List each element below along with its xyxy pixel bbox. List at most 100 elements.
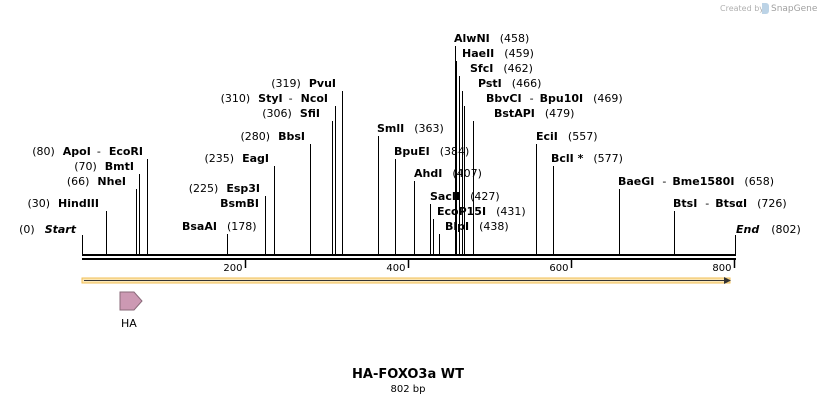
site-name: EcoP15I — [437, 205, 486, 218]
site-position: (577) — [593, 152, 623, 165]
site-position: (557) — [568, 130, 598, 143]
site-name: StyI — [258, 92, 282, 105]
site-name: PvuI — [309, 77, 336, 90]
site-alt-name: EcoRI — [109, 145, 143, 158]
site-name: BclI * — [551, 152, 584, 165]
site-position: (363) — [414, 122, 444, 135]
site-alt-name: Bpu10I — [540, 92, 584, 105]
site-label-ahdi[interactable]: AhdI (407) — [414, 167, 482, 180]
site-label-smli[interactable]: SmlI (363) — [377, 122, 444, 135]
site-label-bcli[interactable]: BclI * (577) — [551, 152, 623, 165]
site-position: (459) — [504, 47, 534, 60]
site-name: SacII — [430, 190, 460, 203]
site-label-alwni[interactable]: AlwNI(458) — [454, 32, 529, 45]
site-name: SmlI — [377, 122, 404, 135]
site-position: (726) — [757, 197, 787, 210]
site-separator: - — [662, 175, 666, 188]
site-label-nhei[interactable]: NheI(66) — [67, 175, 126, 188]
site-name: BsaAI — [182, 220, 217, 233]
site-name: BstAPI — [494, 107, 535, 120]
site-name: AhdI — [414, 167, 442, 180]
site-position: (306) — [262, 107, 292, 120]
site-label-bmti[interactable]: BmtI (70) — [74, 160, 134, 173]
end-label: End — [736, 223, 759, 236]
site-label-baegi[interactable]: BaeGI-Bme1580I(658) — [618, 175, 774, 188]
site-label-pvui[interactable]: PvuI (319) — [271, 77, 336, 90]
site-position: (235) — [205, 152, 235, 165]
site-name: BpuEI — [394, 145, 430, 158]
site-position: (469) — [593, 92, 623, 105]
site-name: SfcI — [470, 62, 493, 75]
site-label-ecop15i[interactable]: EcoP15I(431) — [437, 205, 526, 218]
site-label-btsi[interactable]: BtsI-BtsαI(726) — [673, 197, 787, 210]
site-label-haeii[interactable]: HaeII (459) — [462, 47, 534, 60]
credit-brand: SnapGene — [771, 4, 818, 14]
site-label-sfci[interactable]: SfcI(462) — [470, 62, 533, 75]
sequence-title: HA-FOXO3a WT — [352, 367, 464, 382]
site-name: EagI — [242, 152, 269, 165]
site-label-bstapi[interactable]: BstAPI (479) — [494, 107, 574, 120]
feature-arrow-icon — [119, 291, 143, 311]
site-name: BlpI — [445, 220, 469, 233]
orf-arrow[interactable] — [81, 277, 731, 284]
site-name: HaeII — [462, 47, 494, 60]
site-alt-name: NcoI — [301, 92, 328, 105]
site-label-styi[interactable]: NcoI-StyI(310) — [221, 92, 328, 105]
site-alt-name: BtsαI — [715, 197, 747, 210]
credit-prefix: Created by — [720, 4, 764, 13]
site-name: PstI — [478, 77, 502, 90]
site-label-bpuei[interactable]: BpuEI(384) — [394, 145, 469, 158]
site-position: (310) — [221, 92, 251, 105]
site-position: (427) — [470, 190, 500, 203]
site-position: (458) — [500, 32, 530, 45]
site-position: (466) — [512, 77, 542, 90]
site-label-sfii[interactable]: SfiI (306) — [262, 107, 320, 120]
ruler-tick-label: 200 — [223, 263, 242, 274]
site-label-eagi[interactable]: EagI (235) — [205, 152, 270, 165]
site-position: (225) — [189, 182, 219, 195]
snapgene-credit: Created by SnapGene — [720, 3, 818, 14]
site-label-psti[interactable]: PstI (466) — [478, 77, 541, 90]
sequence-backbone — [82, 254, 736, 260]
site-name: BbsI — [278, 130, 305, 143]
sequence-length: 802 bp — [391, 384, 426, 395]
site-label-hindiii[interactable]: HindIII(30) — [27, 197, 99, 210]
site-label-bbvci[interactable]: BbvCI-Bpu10I(469) — [486, 92, 623, 105]
site-position: (70) — [74, 160, 97, 173]
site-alt-name: Bme1580I — [672, 175, 734, 188]
site-name: Esp3I — [226, 182, 260, 195]
site-name: HindIII — [58, 197, 99, 210]
site-name: SfiI — [300, 107, 320, 120]
site-position: (438) — [479, 220, 509, 233]
site-position: (80) — [32, 145, 55, 158]
site-label-bsaai[interactable]: BsaAI(178) — [182, 220, 257, 233]
site-leader-lines — [82, 46, 736, 254]
site-name: BsmBI — [220, 197, 259, 210]
site-label-ecii[interactable]: EciI(557) — [536, 130, 598, 143]
site-position: (280) — [241, 130, 271, 143]
end-marker: End(802) — [736, 223, 801, 236]
site-name: BmtI — [105, 160, 134, 173]
site-position: (479) — [545, 107, 575, 120]
site-name: NheI — [97, 175, 126, 188]
start-label: Start — [45, 223, 77, 236]
site-labels: HindIII(30)NheI(66)BmtI(70)EcoRI-ApoI(80… — [19, 32, 801, 236]
site-name: BtsI — [673, 197, 697, 210]
ruler-tick-label: 800 — [712, 263, 731, 274]
site-label-bsmbi[interactable]: BsmBI — [220, 197, 259, 210]
feature-ha[interactable]: HA — [119, 291, 143, 330]
site-label-bbsi[interactable]: BbsI (280) — [241, 130, 306, 143]
site-position: (407) — [452, 167, 482, 180]
site-position: (319) — [271, 77, 301, 90]
site-name: ApoI — [63, 145, 91, 158]
ruler-tick-label: 600 — [549, 263, 568, 274]
site-name: BbvCI — [486, 92, 522, 105]
site-label-apoi[interactable]: EcoRI-ApoI (80) — [32, 145, 143, 158]
site-label-esp3i[interactable]: Esp3I (225) — [189, 182, 260, 195]
site-label-sacii[interactable]: SacII (427) — [430, 190, 500, 203]
site-label-blpi[interactable]: BlpI (438) — [445, 220, 509, 233]
site-separator: - — [97, 145, 101, 158]
site-position: (658) — [744, 175, 774, 188]
